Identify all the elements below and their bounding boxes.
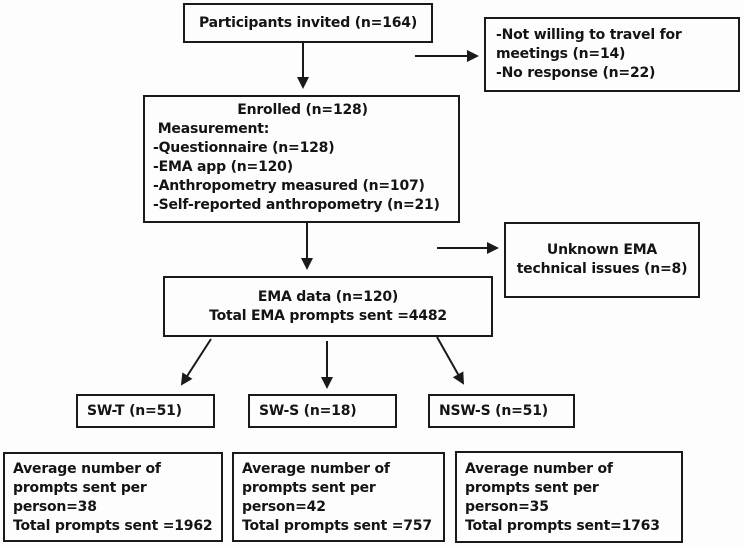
enrolled-measurement-line: -Self-reported anthropometry (n=21)	[153, 197, 440, 213]
stats-swt-line: person=38	[13, 499, 97, 515]
node-enrolled: Enrolled (n=128) Measurement: -Questionn…	[143, 95, 460, 223]
node-group-swt-label: SW-T (n=51)	[87, 402, 182, 419]
node-participants-invited: Participants invited (n=164)	[183, 3, 433, 43]
arrow-ema-to-nsws	[436, 336, 464, 385]
exclusion-line: -No response (n=22)	[496, 65, 656, 81]
stats-sws-line: person=42	[242, 499, 326, 515]
node-ema-data: EMA data (n=120) Total EMA prompts sent …	[163, 276, 493, 337]
enrolled-measurement-line: -EMA app (n=120)	[153, 159, 293, 175]
stats-nsws-line: prompts sent per	[465, 480, 599, 496]
node-group-sws: SW-S (n=18)	[248, 394, 397, 428]
stats-sws-line: Average number of	[242, 461, 390, 477]
exclusion-line: -Not willing to travel for	[496, 27, 682, 43]
node-stats-swt: Average number of prompts sent per perso…	[3, 452, 223, 542]
node-stats-sws: Average number of prompts sent per perso…	[232, 452, 445, 542]
ema-data-line: EMA data (n=120)	[257, 288, 399, 305]
stats-swt-line: Total prompts sent =1962	[13, 518, 213, 534]
node-group-nsws-label: NSW-S (n=51)	[439, 402, 548, 419]
enrolled-measurement-line: Measurement:	[153, 121, 270, 137]
node-group-swt: SW-T (n=51)	[76, 394, 215, 428]
ema-data-line: Total EMA prompts sent =4482	[209, 307, 447, 324]
node-enrolled-title: Enrolled (n=128)	[237, 102, 368, 118]
node-group-sws-label: SW-S (n=18)	[259, 402, 357, 419]
stats-nsws-line: Total prompts sent=1763	[465, 518, 660, 534]
enrolled-measurement-line: -Anthropometry measured (n=107)	[153, 178, 425, 194]
stats-nsws-line: Average number of	[465, 461, 613, 477]
stats-swt-line: prompts sent per	[13, 480, 147, 496]
node-group-nsws: NSW-S (n=51)	[428, 394, 575, 428]
exclusion-line: meetings (n=14)	[496, 46, 626, 62]
stats-sws-line: Total prompts sent =757	[242, 518, 432, 534]
node-technical-issues: Unknown EMA technical issues (n=8)	[504, 222, 700, 298]
node-stats-nsws: Average number of prompts sent per perso…	[455, 451, 683, 543]
stats-nsws-line: person=35	[465, 499, 549, 515]
stats-sws-line: prompts sent per	[242, 480, 376, 496]
node-exclusions: -Not willing to travel for meetings (n=1…	[484, 17, 740, 92]
enrolled-measurement-line: -Questionnaire (n=128)	[153, 140, 335, 156]
technical-issues-line: technical issues (n=8)	[516, 261, 688, 277]
node-participants-invited-label: Participants invited (n=164)	[198, 14, 418, 31]
arrow-ema-to-swt	[180, 338, 212, 386]
technical-issues-line: Unknown EMA	[546, 242, 658, 258]
stats-swt-line: Average number of	[13, 461, 161, 477]
